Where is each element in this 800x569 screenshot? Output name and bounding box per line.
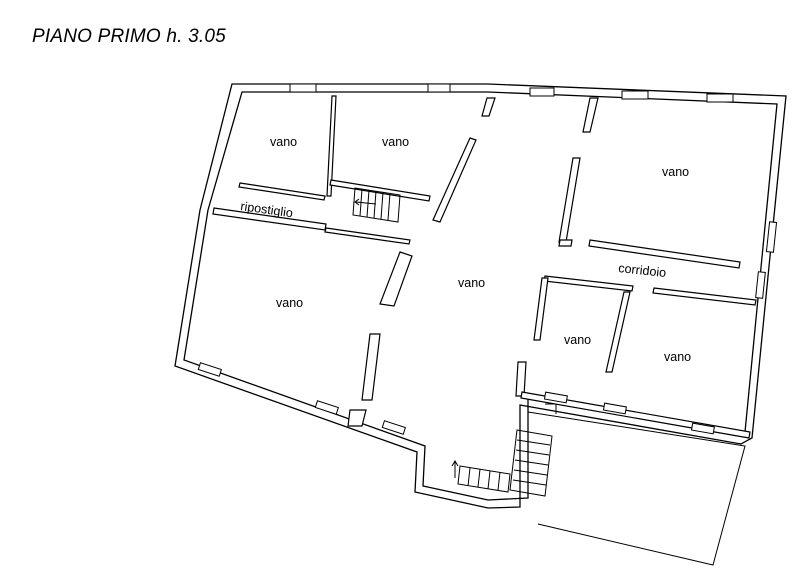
room-label-vano-top-left: vano <box>270 135 297 149</box>
room-label-vano-center: vano <box>458 276 485 290</box>
room-label-vano-small: vano <box>564 333 591 347</box>
staircase-upper <box>352 187 401 223</box>
room-label-vano-top-right: vano <box>662 165 689 179</box>
windows <box>197 83 778 435</box>
room-label-vano-left: vano <box>276 296 303 310</box>
room-label-vano-top-mid: vano <box>382 135 409 149</box>
exterior-walls <box>174 83 787 509</box>
room-label-corridoio: corridoio <box>618 261 667 280</box>
plan-title: PIANO PRIMO h. 3.05 <box>32 26 226 47</box>
staircase-lower <box>451 429 553 497</box>
room-label-vano-bottom-right: vano <box>664 350 691 364</box>
interior-partitions <box>212 95 757 439</box>
